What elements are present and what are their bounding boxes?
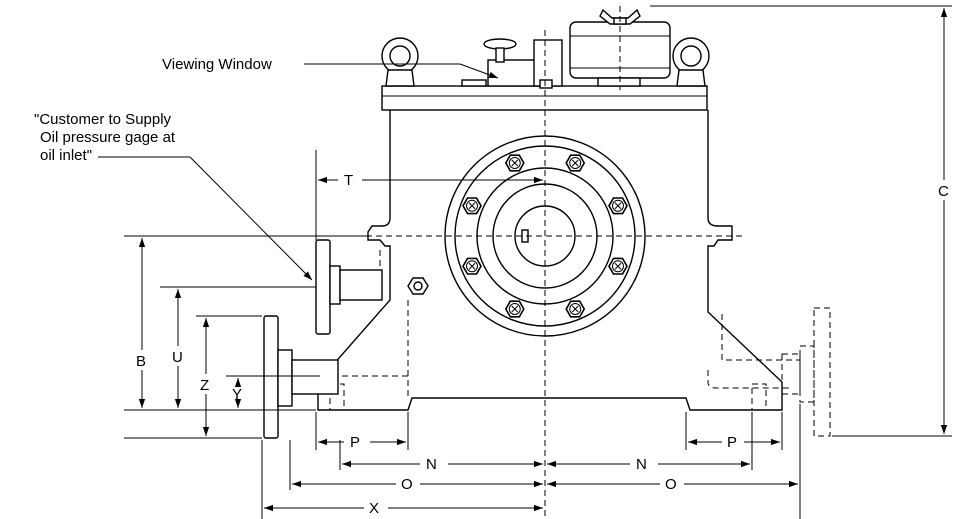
flange-bolt	[504, 300, 525, 318]
oil-outlet-pipe-right-hidden	[781, 307, 831, 437]
dim-label-p-right: P	[727, 434, 737, 451]
viewing-window-label: Viewing Window	[162, 56, 272, 73]
dimension-lines	[138, 8, 948, 512]
customer-note-line2: Oil pressure gage at	[40, 129, 176, 146]
oil-outlet-pipe-left	[263, 315, 339, 439]
flange-bolt	[462, 197, 482, 215]
flange-bolt	[608, 197, 628, 215]
dim-label-x: X	[369, 500, 379, 517]
leader-lines	[98, 63, 499, 281]
flange-bolt	[462, 257, 482, 275]
flange-bolt	[565, 154, 586, 172]
customer-note-line3: oil inlet"	[40, 147, 92, 164]
customer-note-line1: "Customer to Supply	[34, 111, 172, 128]
oil-inlet-pipe	[312, 239, 383, 335]
center-lines	[366, 6, 742, 519]
dim-label-u: U	[172, 349, 183, 366]
flange-bolt	[565, 300, 586, 318]
dim-label-t: T	[344, 172, 353, 189]
dim-label-n-right: N	[636, 456, 647, 473]
dim-label-n-left: N	[426, 456, 437, 473]
dim-label-o-right: O	[665, 476, 677, 493]
dim-label-c: C	[938, 183, 949, 200]
drain-plug	[407, 277, 429, 295]
dim-label-z: Z	[200, 377, 209, 394]
lifting-eye-left	[381, 37, 419, 87]
annotation-labels: Viewing Window "Customer to Supply Oil p…	[34, 56, 949, 517]
dim-label-p-left: P	[350, 434, 360, 451]
dim-label-b: B	[136, 353, 146, 370]
flange-bolt	[608, 257, 628, 275]
lifting-eye-right	[672, 37, 710, 87]
dim-label-y: Y	[232, 386, 242, 403]
flange-bolts	[462, 154, 628, 318]
dim-label-o-left: O	[401, 476, 413, 493]
flange-bolt	[504, 154, 525, 172]
extension-lines	[124, 5, 952, 519]
